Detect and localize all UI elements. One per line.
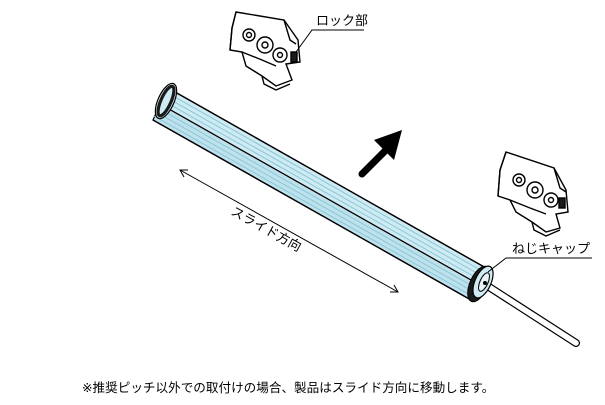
screw-cap-part (467, 265, 494, 303)
movement-arrow (358, 130, 402, 178)
lock-part-leader (295, 29, 364, 53)
cable (482, 281, 580, 347)
slide-direction-label: スライド方向 (228, 204, 304, 256)
slide-direction-arrow (179, 169, 399, 293)
light-tube (152, 87, 487, 301)
screw-cap-leader (487, 257, 592, 273)
right-bracket (497, 151, 569, 237)
lock-part-label: ロック部 (316, 14, 368, 29)
screw-cap-label: ねじキャップ (512, 242, 590, 257)
left-end-cap (154, 82, 178, 120)
upper-bracket (229, 11, 301, 91)
footnote: ※推奨ピッチ以外での取付けの場合、製品はスライド方向に移動します。 (82, 380, 494, 395)
